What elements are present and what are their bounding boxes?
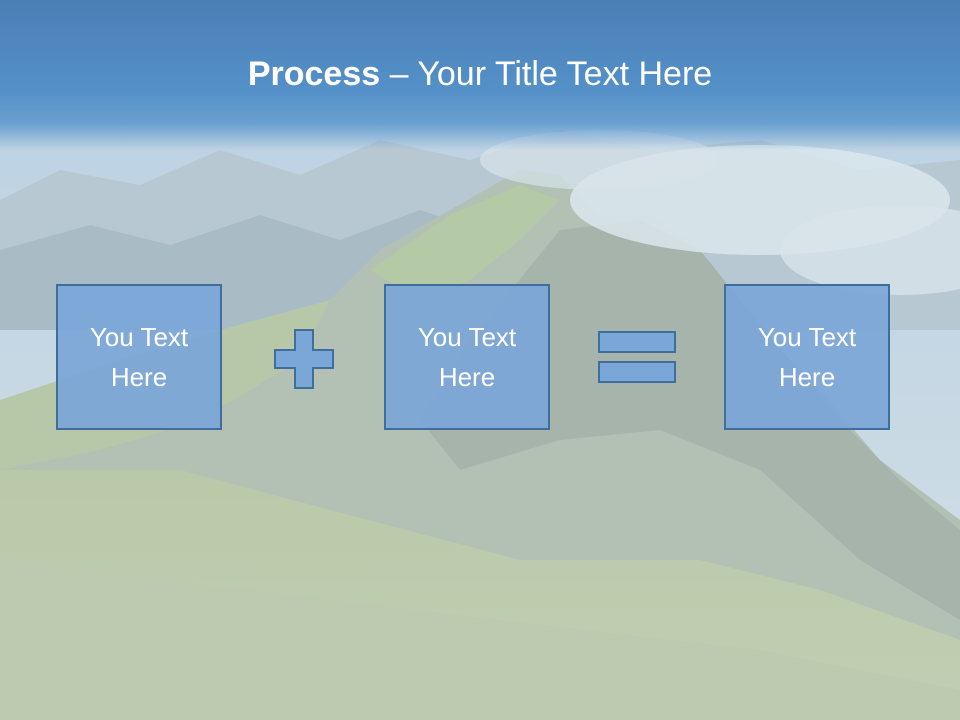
plus-icon: [274, 329, 334, 389]
title-rest-text: Your Title Text Here: [417, 55, 713, 93]
process-box-2[interactable]: You Text Here: [384, 284, 550, 430]
title-dash: –: [380, 55, 418, 93]
slide-title: Process – Your Title Text Here: [0, 52, 960, 96]
process-box-1[interactable]: You Text Here: [56, 284, 222, 430]
process-box-1-text: You Text Here: [89, 322, 189, 392]
process-box-3-text: You Text Here: [757, 322, 857, 392]
process-box-3[interactable]: You Text Here: [724, 284, 890, 430]
process-box-2-text: You Text Here: [417, 322, 517, 392]
title-bold-text: Process: [247, 55, 381, 93]
equals-icon: [598, 331, 676, 383]
title-bar: [0, 0, 960, 150]
